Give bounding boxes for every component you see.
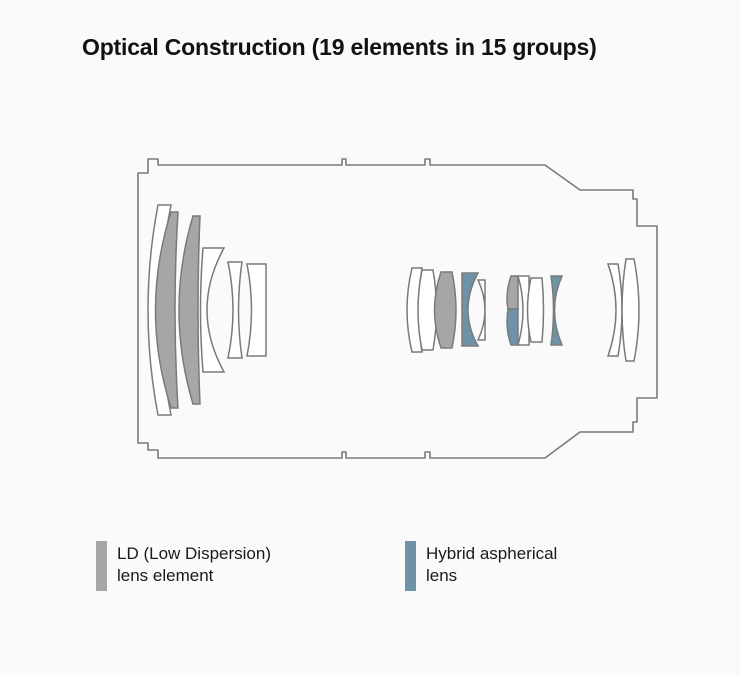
lens-element-5	[227, 261, 243, 359]
lens-barrel-outline	[137, 158, 658, 459]
lens-element-11	[476, 279, 486, 341]
legend-label-ld-line1: LD (Low Dispersion)	[117, 544, 271, 563]
legend-label-hybrid-line1: Hybrid aspherical	[426, 544, 558, 563]
lens-element-12-hybrid-bottom	[506, 308, 519, 346]
hybrid-swatch-icon	[405, 541, 416, 591]
lens-element-12-ld-top	[506, 275, 519, 310]
lens-element-9-ld	[433, 271, 457, 349]
lens-element-2-ld	[154, 211, 179, 409]
legend-label-ld-line2: lens element	[117, 566, 214, 585]
lens-element-17	[621, 258, 640, 362]
lens-element-13	[516, 275, 530, 346]
legend-label-ld: LD (Low Dispersion) lens element	[117, 543, 271, 587]
lens-element-4	[199, 247, 226, 373]
ld-swatch-icon	[96, 541, 107, 591]
diagram-title: Optical Construction (19 elements in 15 …	[82, 34, 597, 60]
lens-element-14	[526, 277, 545, 343]
legend-item-ld: LD (Low Dispersion) lens element	[96, 541, 271, 591]
lens-element-16	[606, 263, 623, 357]
legend-label-hybrid: Hybrid aspherical lens	[426, 543, 557, 587]
lens-element-8	[417, 269, 438, 351]
legend-item-hybrid: Hybrid aspherical lens	[405, 541, 557, 591]
lens-element-3-ld	[178, 215, 201, 405]
lens-element-15-hybrid	[550, 275, 564, 346]
lens-element-6	[246, 263, 267, 357]
lens-element-10-hybrid	[461, 272, 480, 347]
legend-label-hybrid-line2: lens	[426, 566, 458, 585]
